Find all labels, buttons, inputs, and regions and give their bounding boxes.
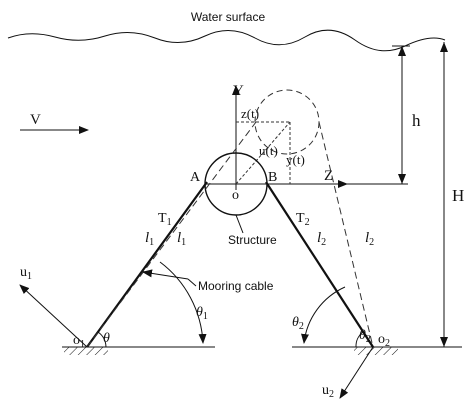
u1-label: u1 bbox=[20, 265, 32, 282]
theta-prime-1-label: θ1 bbox=[196, 305, 208, 322]
h-arrow-top bbox=[398, 46, 406, 56]
yt-label: y(t) bbox=[286, 152, 305, 167]
length-2-label: l2 bbox=[317, 230, 326, 248]
y-axis-label: Y bbox=[233, 83, 244, 99]
water-surface-label: Water surface bbox=[191, 10, 266, 24]
H-arrow-top bbox=[440, 42, 448, 52]
theta-label: θ bbox=[103, 331, 110, 346]
displaced-cable-left bbox=[86, 121, 257, 348]
origin-o-label: o bbox=[232, 188, 239, 203]
z-axis-label: Z bbox=[324, 168, 333, 184]
H-arrow-bottom bbox=[440, 337, 448, 347]
length-1-prime-label: l1 bbox=[177, 230, 186, 248]
length-2-prime-label: l2 bbox=[365, 230, 374, 248]
length-1-label: l1 bbox=[145, 230, 154, 248]
theta-2-arc bbox=[301, 286, 346, 344]
water-surface-line bbox=[7, 29, 446, 52]
point-b-label: B bbox=[268, 170, 277, 185]
theta-2-label: θ2 bbox=[292, 315, 304, 332]
H-label: H bbox=[452, 186, 464, 205]
h-label: h bbox=[412, 111, 421, 130]
tension-2-label: T2 bbox=[296, 211, 310, 228]
mooring-leader-1 bbox=[142, 269, 189, 280]
u2-label: u2 bbox=[322, 383, 334, 400]
anchor-hatch-left bbox=[64, 347, 108, 355]
mooring-cable-right bbox=[265, 181, 374, 348]
mooring-leader-2 bbox=[187, 278, 197, 287]
zt-label: z(t) bbox=[241, 106, 259, 121]
u2-arrow bbox=[339, 346, 374, 399]
u1-arrow bbox=[19, 284, 88, 348]
ut-label: u(t) bbox=[259, 143, 278, 158]
theta-arc-left bbox=[97, 331, 107, 348]
anchor-hatch-right bbox=[354, 347, 398, 355]
displaced-cable-right bbox=[318, 121, 374, 348]
theta-prime-2-arc bbox=[355, 331, 364, 348]
mooring-cable-left bbox=[86, 181, 208, 348]
o1-label: o1 bbox=[73, 333, 85, 350]
structure-label: Structure bbox=[228, 233, 277, 247]
theta-prime-1-arc bbox=[159, 261, 207, 344]
mooring-cable-label: Mooring cable bbox=[198, 279, 274, 293]
theta-prime-2-label: θ2 bbox=[359, 328, 371, 345]
tension-1-label: T1 bbox=[158, 211, 172, 228]
h-arrow-bottom bbox=[398, 174, 406, 184]
o2-label: o2 bbox=[378, 332, 390, 349]
velocity-label: V bbox=[30, 112, 41, 128]
point-a-label: A bbox=[190, 170, 201, 185]
structure-leader bbox=[235, 214, 244, 234]
ut-diagonal bbox=[235, 121, 291, 185]
